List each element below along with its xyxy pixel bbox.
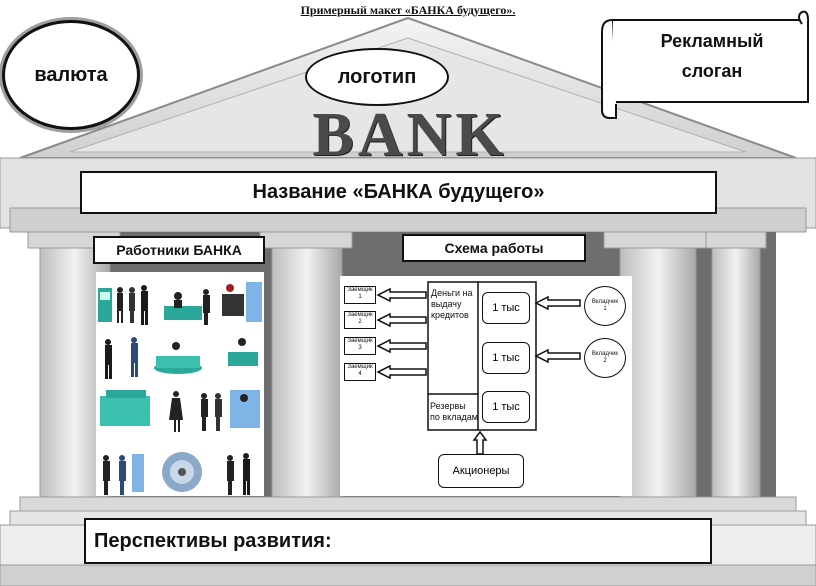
borrower-3: Заемщик 3 xyxy=(344,337,376,355)
deposit-arrows xyxy=(534,295,581,364)
bank-name-box: Название «БАНКА будущего» xyxy=(80,171,717,214)
loan-arrows xyxy=(376,287,427,380)
bank-word: BANK xyxy=(312,101,508,169)
prospects-box: Перспективы развития: xyxy=(84,518,712,564)
scheme-arrows xyxy=(376,281,581,455)
loans-label: Деньги на выдачу кредитов xyxy=(431,288,473,320)
step-3 xyxy=(0,564,816,586)
borrower-2: Заемщик 2 xyxy=(344,311,376,329)
column-right xyxy=(603,231,715,499)
slogan-line-2: слоган xyxy=(681,61,743,81)
slogan-text: Рекламный слоган xyxy=(614,26,810,86)
depositor-2: Вкладчик 2 xyxy=(584,338,626,378)
page-title: Примерный макет «БАНКА будущего». xyxy=(300,3,516,17)
column-mid-left xyxy=(259,231,353,499)
slogan-line-1: Рекламный xyxy=(660,31,764,51)
reserves-label: Резервы по вкладам xyxy=(430,401,478,422)
amount-box-2: 1 тыс xyxy=(482,342,530,374)
scheme-label: Схема работы xyxy=(402,234,586,262)
currency-oval: валюта xyxy=(2,20,140,130)
borrower-4: Заемщик 4 xyxy=(344,363,376,381)
shareholder-arrow xyxy=(472,430,488,455)
amount-box-3: 1 тыс xyxy=(482,391,530,423)
borrower-1: Заемщик 1 xyxy=(344,286,376,304)
depositor-1: Вкладчик 1 xyxy=(584,286,626,326)
scroll-banner-icon xyxy=(601,10,809,119)
bank-workers-icon xyxy=(98,282,262,495)
shareholders-box: Акционеры xyxy=(438,454,524,488)
workers-picture-panel xyxy=(96,272,264,496)
workers-label: Работники БАНКА xyxy=(93,236,265,264)
logo-oval: логотип xyxy=(305,48,449,106)
step-1 xyxy=(19,496,797,512)
column-far-right xyxy=(705,231,767,499)
scheme-panel: Заемщик 1 Заемщик 2 Заемщик 3 Заемщик 4 … xyxy=(340,276,632,496)
amount-box-1: 1 тыс xyxy=(482,292,530,324)
